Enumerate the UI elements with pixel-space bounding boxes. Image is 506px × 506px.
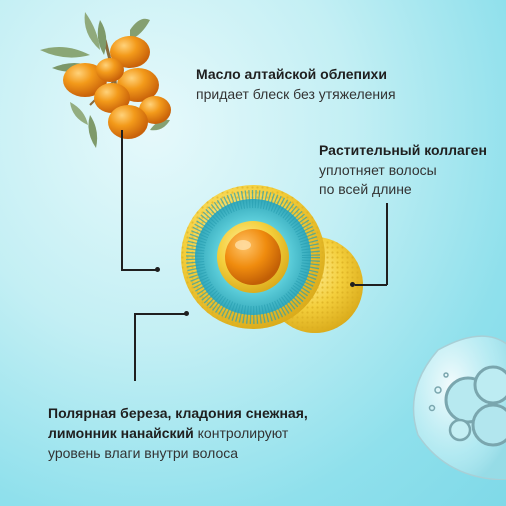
birch-description-inline: контролируют xyxy=(193,425,289,441)
connector-dot xyxy=(350,282,355,287)
collagen-description-line1: уплотняет волосы xyxy=(319,162,437,178)
connector-dot xyxy=(184,311,189,316)
connector-line xyxy=(355,284,387,286)
connector-line xyxy=(121,269,157,271)
connector-dot xyxy=(155,267,160,272)
connector-line xyxy=(134,313,136,381)
birch-title-bold: лимонник нанайский xyxy=(48,425,194,441)
birch-description-line3: уровень влаги внутри волоса xyxy=(48,445,239,461)
sea-buckthorn-title: Масло алтайской облепихи xyxy=(196,66,387,82)
collagen-title: Растительный коллаген xyxy=(319,142,487,158)
collagen-description-line2: по всей длине xyxy=(319,181,412,197)
connector-line xyxy=(386,203,388,285)
sea-buckthorn-berries-icon xyxy=(40,12,171,148)
sea-buckthorn-description: придает блеск без утяжеления xyxy=(196,86,396,102)
serum-bubbles-icon xyxy=(412,335,506,480)
lipid-capsule-icon xyxy=(181,185,363,333)
birch-title-line2: лимонник нанайский контролируют xyxy=(48,425,288,441)
connector-line xyxy=(134,313,186,315)
birch-title-line1: Полярная береза, кладония снежная, xyxy=(48,405,308,421)
connector-line xyxy=(121,130,123,270)
